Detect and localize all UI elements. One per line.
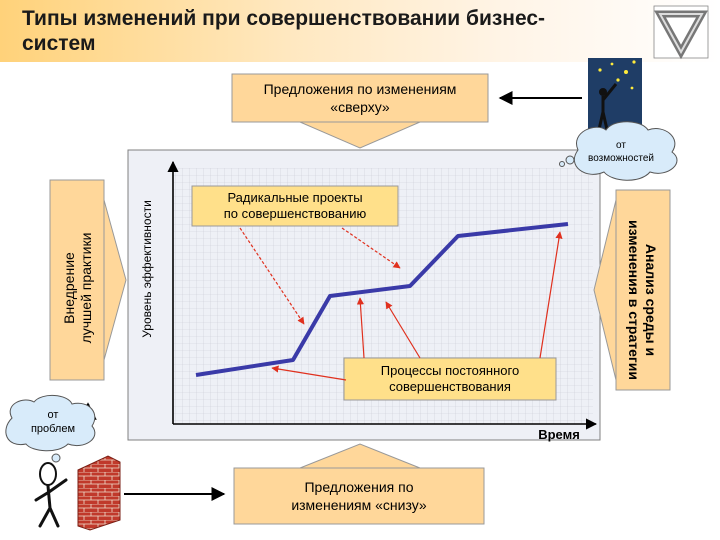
axes [167,160,598,430]
left-arrow [49,179,127,381]
continuous-processes-box [343,357,557,401]
page-title: Типы изменений при совершенствовании биз… [22,7,546,55]
radical-projects-box [191,185,399,227]
cloud-problems-label: от проблем [30,409,76,435]
bottom-proposal-label: Предложения по изменениям «снизу» [291,479,427,513]
x-axis-label: Время [538,426,580,442]
top-proposal-label: Предложения по изменениям «сверху» [263,81,457,115]
cloud-opportunities-label: от возможностей [588,140,654,164]
right-arrow [593,189,671,391]
brick-wall-figure-icon [34,455,121,531]
continuous-pointers [271,231,563,381]
top-proposal-arrow [231,73,489,149]
radical-projects-label: Радикальные проекты по совершенствованию [223,190,367,221]
right-arrow-label: Анализ среды и изменения в стратегии [626,220,659,380]
continuous-processes-label: Процессы постоянного совершенствования [380,363,520,394]
bottom-proposal-arrow [233,443,485,525]
title-band [0,0,720,62]
radical-pointers [239,227,401,325]
left-arrow-label: Внедрение лучшей практики [61,232,94,344]
penrose-triangle-icon [653,5,709,60]
efficiency-line [195,222,569,377]
y-axis-label: Уровень эффективности [140,200,154,338]
cloud-opportunities [559,121,678,181]
